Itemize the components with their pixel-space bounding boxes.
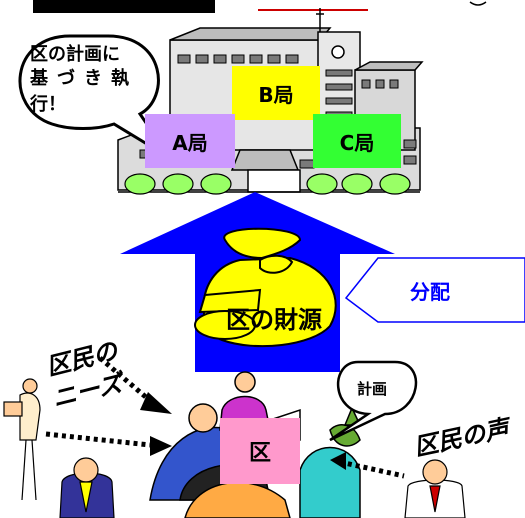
dotted-arrows <box>45 356 405 479</box>
ku-box: 区 <box>220 418 300 484</box>
bureau-c: C局 <box>313 114 401 168</box>
man-thinking-illustration <box>59 457 115 518</box>
zaigen-label: 区の財源 <box>226 306 322 334</box>
top-right-mark <box>469 1 487 6</box>
speech-bubble <box>18 34 172 160</box>
speech-line-1: 区の計画に <box>30 44 120 65</box>
keikaku-bubble <box>329 360 418 442</box>
man-arms-crossed-illustration <box>404 459 466 518</box>
bunpai-callout <box>344 257 525 323</box>
arrowheads <box>140 392 346 470</box>
bureau-c-label: C局 <box>339 130 375 155</box>
woman-walking-illustration <box>3 378 41 501</box>
bureau-a: A局 <box>145 114 235 168</box>
shrubs <box>124 173 411 195</box>
top-black-bar <box>33 0 215 13</box>
speech-line-3: 行！ <box>30 94 66 115</box>
speech-line-2: 基づき執 <box>30 68 138 89</box>
money-bag-icon <box>194 227 337 348</box>
keikaku-label: 計画 <box>357 380 388 398</box>
ku-label: 区 <box>248 441 271 466</box>
bureau-b: B局 <box>232 66 320 120</box>
bureau-a-label: A局 <box>172 130 208 155</box>
bureau-b-label: B局 <box>258 82 294 107</box>
bunpai-label: 分配 <box>410 280 450 304</box>
